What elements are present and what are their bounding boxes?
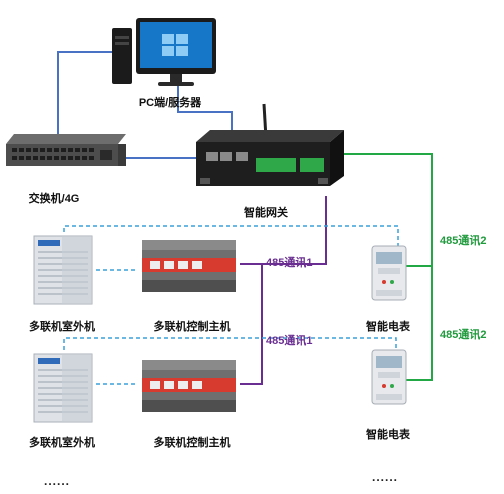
rs485-1-label-a: 485通讯1 <box>266 257 313 269</box>
dashed-link-row1 <box>63 225 399 246</box>
gateway-label: 智能网关 <box>244 207 288 219</box>
rs485-1-line <box>240 196 327 265</box>
controller-label-2: 多联机控制主机 <box>153 437 231 449</box>
meter-label-2: 智能电表 <box>366 429 410 441</box>
ethernet-line-pc-switch <box>57 51 112 138</box>
outdoor-ac-unit-icon <box>33 353 93 423</box>
rs485-2-label-a: 485通讯2 <box>440 235 487 247</box>
pc-server-label: PC端/服务器 <box>138 97 202 109</box>
rs485-1-down <box>240 263 263 385</box>
control-panel-icon <box>142 240 236 292</box>
switch-label: 交换机/4G <box>28 193 80 205</box>
dashed-link-row2 <box>63 337 397 358</box>
outdoor-unit-label-1: 多联机室外机 <box>29 321 95 333</box>
electric-meter-icon <box>371 245 407 301</box>
more-meters-ellipsis: ...... <box>372 470 399 484</box>
electric-meter-icon <box>371 349 407 405</box>
more-outdoor-units-ellipsis: ...... <box>44 474 71 488</box>
network-switch-icon <box>6 134 126 166</box>
desktop-computer-icon <box>112 18 216 86</box>
meter-label-1: 智能电表 <box>366 321 410 333</box>
control-panel-icon <box>142 360 236 412</box>
ethernet-line-pc-gateway <box>177 86 233 136</box>
controller-label-1: 多联机控制主机 <box>153 321 231 333</box>
outdoor-unit-label-2: 多联机室外机 <box>29 437 95 449</box>
iot-gateway-icon <box>196 103 344 186</box>
rs485-1-label-b: 485通讯1 <box>266 335 313 347</box>
rs485-2-label-b: 485通讯2 <box>440 329 487 341</box>
outdoor-ac-unit-icon <box>33 235 93 305</box>
